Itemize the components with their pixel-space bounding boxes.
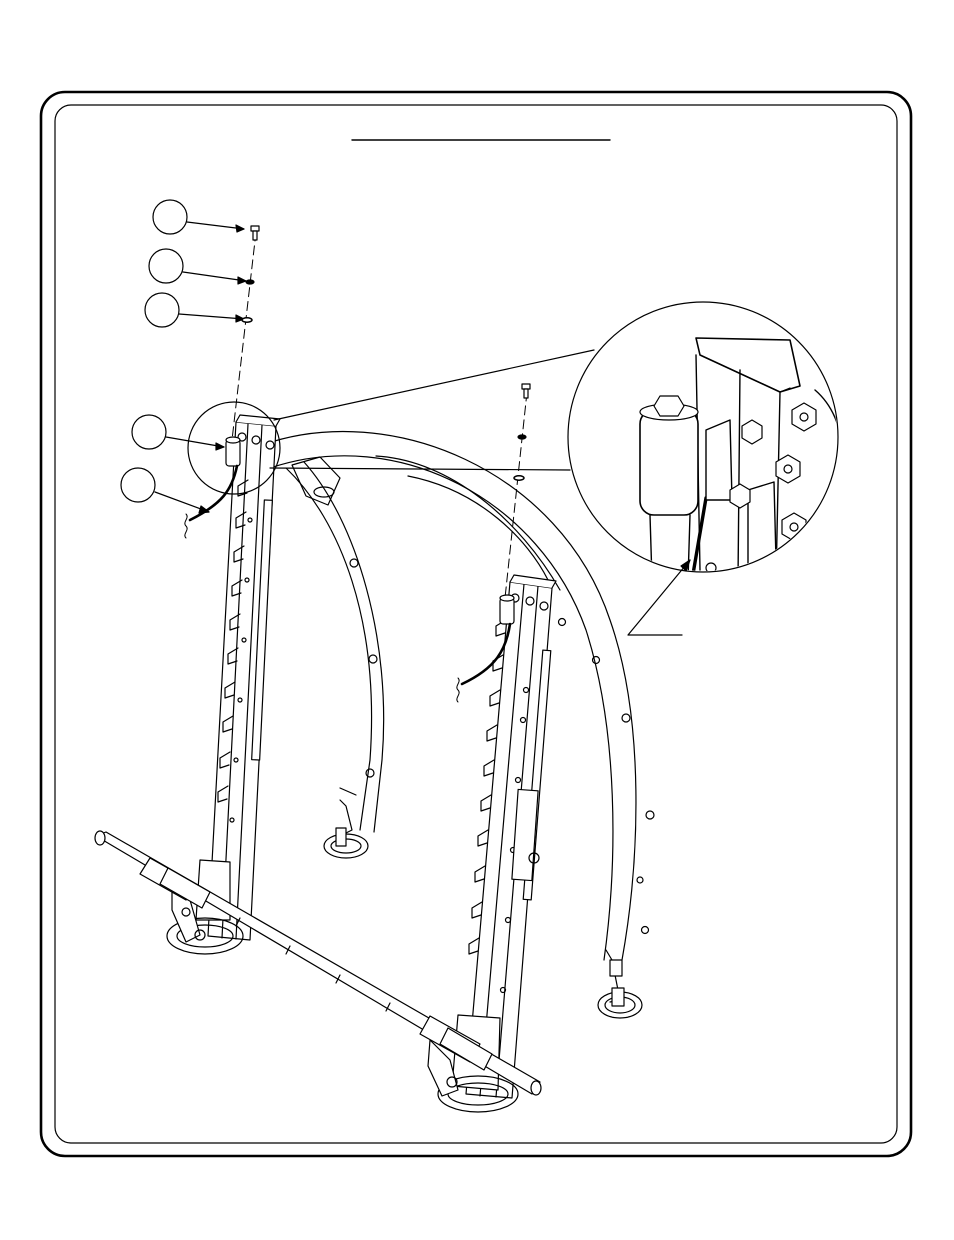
callout-1 xyxy=(153,200,244,234)
callout-4 xyxy=(132,415,224,450)
callout-3 xyxy=(145,293,244,327)
big-arch xyxy=(262,432,654,1018)
rear-left-arch xyxy=(286,457,384,858)
left-hardware-stack xyxy=(232,226,259,440)
callout-2 xyxy=(149,249,246,284)
barbell xyxy=(95,831,541,1095)
callout-5 xyxy=(121,468,209,513)
